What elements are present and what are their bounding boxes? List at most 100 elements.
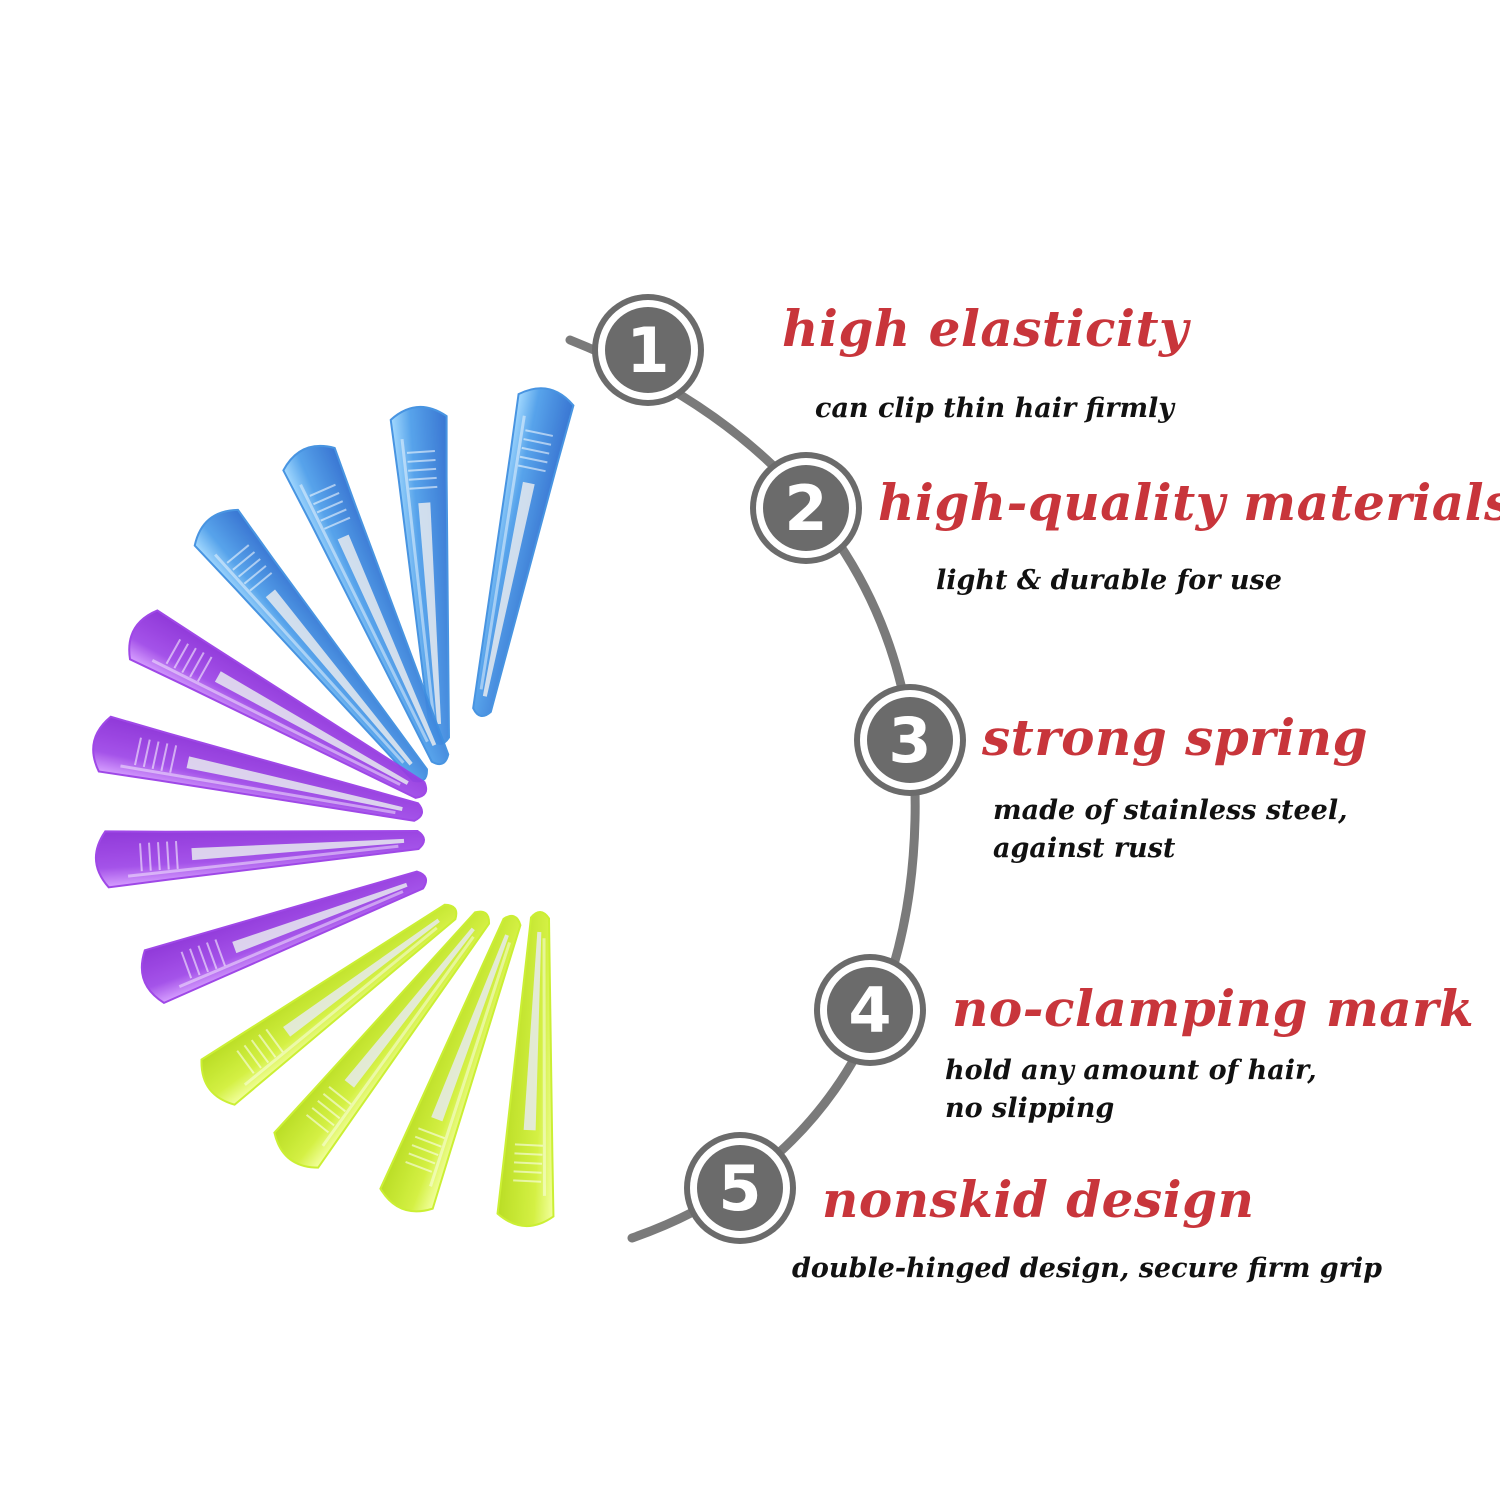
hair-clip-purple (140, 870, 428, 1005)
clip-grip-ridge (139, 843, 143, 872)
clip-highlight (178, 890, 404, 989)
clip-grip-ridge (243, 1044, 262, 1069)
feature-5-title: nonskid design (822, 1170, 1255, 1229)
clip-grip-ridge (328, 1086, 352, 1106)
feature-4-title: no-clamping mark (952, 979, 1475, 1038)
clip-metal-strip (232, 882, 408, 954)
timeline-arc (565, 335, 920, 1243)
clip-grip-ridge (313, 492, 340, 506)
clip-grip-ridge (214, 939, 226, 967)
hair-clip-blue (472, 387, 575, 717)
hair-clip-green (496, 911, 555, 1228)
clip-grip-ridge (513, 1179, 542, 1183)
clip-grip-ridge (174, 840, 179, 870)
clip-metal-strip (523, 931, 542, 1131)
feature-3-desc-line-2: against rust (993, 833, 1176, 864)
clip-grip-ridge (258, 1034, 277, 1058)
clip-grip-ridge (226, 544, 250, 564)
clip-grip-ridge (525, 429, 554, 437)
clip-highlight (127, 844, 399, 878)
step-badge-fill (827, 967, 913, 1053)
clip-grip-ridge (165, 841, 170, 870)
clip-grip-ridge (180, 951, 193, 979)
clip-highlight (151, 659, 401, 786)
hair-clip-green (273, 910, 491, 1169)
clip-grip-ridge (514, 1143, 543, 1147)
clip-grip-ridge (519, 455, 548, 464)
clip-grip-ridge (134, 737, 142, 766)
clip-metal-strip (482, 481, 535, 697)
clip-highlight (243, 926, 438, 1086)
clip-grip-ridge (265, 1028, 284, 1053)
clip-grip-ridge (142, 739, 151, 768)
clip-highlight (429, 942, 511, 1187)
clip-grip-ridge (151, 741, 160, 770)
clip-grip-ridge (189, 652, 205, 678)
clip-grip-ridge (206, 942, 218, 970)
clip-grip-ridge (160, 743, 169, 772)
hair-clip-purple (128, 609, 428, 799)
clip-highlight (214, 553, 405, 764)
clip-grip-ridge (517, 464, 546, 473)
feature-4-desc-line-2: no slipping (945, 1093, 1115, 1124)
step-number: 2 (784, 472, 827, 545)
clip-grip-ridge (311, 1107, 335, 1127)
clip-highlight (321, 935, 475, 1147)
clip-grip-ridge (316, 500, 344, 514)
step-badge-fill (867, 697, 953, 783)
step-number: 5 (718, 1152, 761, 1225)
clip-grip-ridge (173, 643, 189, 669)
clip-highlight (542, 938, 546, 1196)
clip-highlight (400, 438, 436, 719)
step-badge-1: 1 (592, 294, 704, 406)
clip-highlight (479, 415, 526, 690)
clip-grip-ridge (322, 1093, 346, 1113)
clip-grip-ridge (237, 558, 261, 578)
clip-metal-strip (344, 927, 475, 1088)
clip-grip-ridge (408, 1152, 436, 1165)
step-number: 3 (888, 704, 931, 777)
clip-grip-ridge (250, 1039, 270, 1064)
hair-clip-blue (282, 444, 450, 766)
clip-metal-strip (214, 671, 409, 785)
clip-grip-ridge (197, 945, 209, 973)
clip-grip-ridge (243, 565, 267, 585)
clip-grip-ridge (236, 1050, 255, 1074)
step-badge-fill (605, 307, 691, 393)
clip-grip-ridge (181, 647, 197, 674)
clip-grip-ridge (408, 476, 437, 481)
clip-metal-strip (265, 589, 413, 766)
clip-metal-strip (186, 756, 403, 811)
step-badge-2: 2 (750, 452, 862, 564)
step-badge-4: 4 (814, 954, 926, 1066)
clip-grip-ridge (411, 1144, 439, 1156)
clip-grip-ridge (197, 656, 213, 682)
clip-grip-ridge (409, 485, 438, 490)
clip-grip-ridge (408, 467, 437, 472)
hair-clip-purple (94, 830, 425, 889)
clip-metal-strip (431, 934, 509, 1122)
clip-grip-ridge (521, 446, 550, 455)
clip-grip-ridge (165, 638, 182, 665)
clip-highlight (120, 764, 396, 815)
clip-grip-ridge (405, 1160, 433, 1173)
feature-5-desc: double-hinged design, secure firm grip (792, 1250, 1382, 1288)
clip-grip-ridge (157, 842, 161, 871)
clip-grip-ridge (189, 948, 201, 976)
clip-grip-ridge (305, 1114, 330, 1134)
clip-grip-ridge (148, 842, 152, 871)
feature-3-desc: made of stainless steel, against rust (993, 792, 1348, 868)
clip-grip-ridge (414, 1135, 442, 1148)
clip-grip-ridge (323, 516, 351, 530)
feature-2-desc: light & durable for use (936, 562, 1282, 600)
step-badge-5: 5 (684, 1132, 796, 1244)
clip-grip-ridge (407, 458, 436, 463)
clip-metal-strip (337, 534, 437, 746)
step-badge-fill (697, 1145, 783, 1231)
clip-grip-ridge (309, 483, 336, 497)
clip-highlight (299, 484, 429, 743)
feature-3-desc-line-1: made of stainless steel, (993, 795, 1348, 826)
feature-4-desc: hold any amount of hair, no slipping (945, 1052, 1317, 1128)
